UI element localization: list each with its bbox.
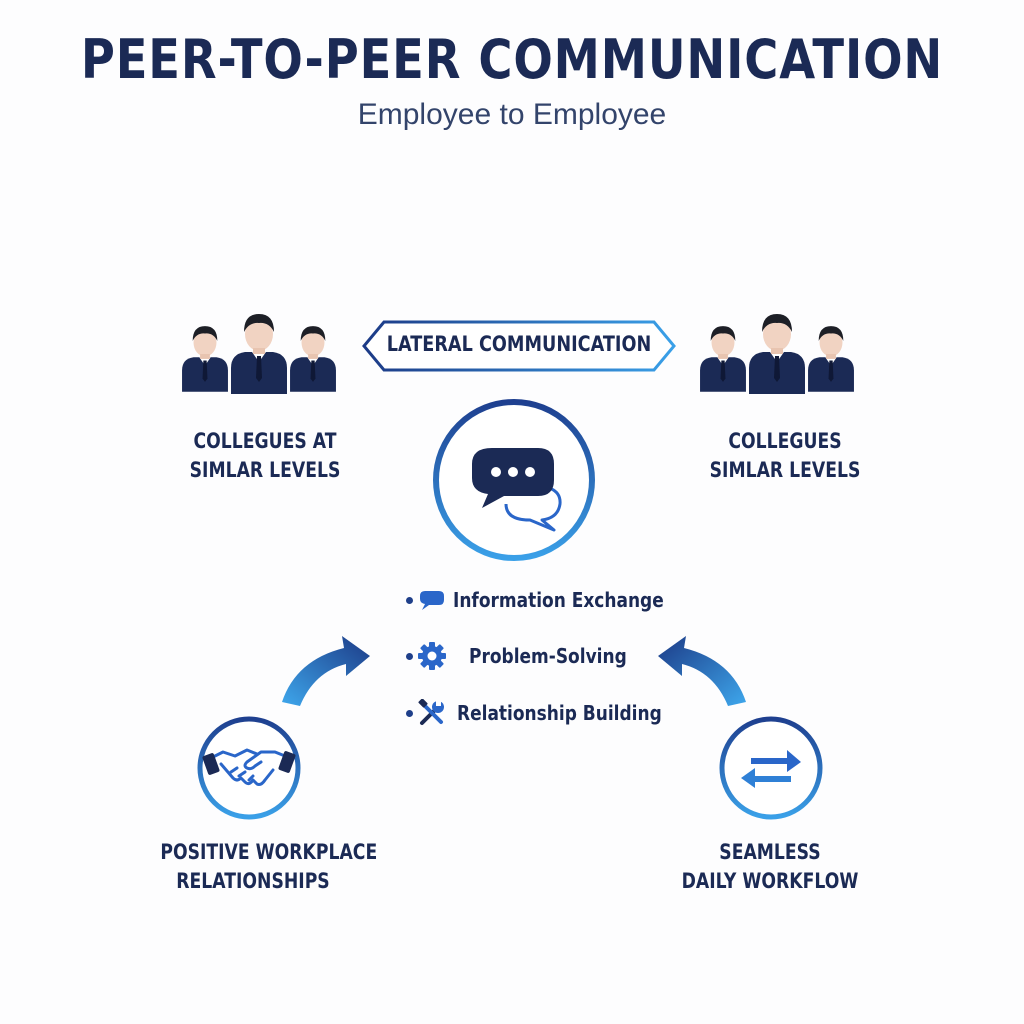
right-group-label-line1: COLLEGUES [728, 429, 842, 453]
bullet-relationship-building: Relationship Building [406, 698, 698, 728]
bullet-information-exchange: Information Exchange [406, 585, 701, 615]
curved-arrow-left-icon [282, 636, 370, 706]
seamless-workflow-label-line1: SEAMLESS [719, 840, 821, 864]
positive-relationships-label-line1: POSITIVE WORKPLACE [160, 840, 378, 864]
bullet-dot [406, 596, 413, 604]
right-group-label-line2: SIMLAR LEVELS [709, 458, 861, 482]
people-group-icon [700, 314, 854, 394]
speech-bubble-icon [420, 591, 444, 610]
bullet-dot [406, 652, 413, 660]
gear-icon [418, 642, 446, 670]
lateral-communication-banner [362, 320, 676, 372]
handshake-icon [197, 716, 301, 820]
right-group-label: COLLEGUES SIMLAR LEVELS [699, 427, 871, 485]
left-group-label-line1: COLLEGUES AT [193, 429, 337, 453]
bullet-label: Information Exchange [453, 588, 664, 612]
seamless-workflow-label-line2: DAILY WORKFLOW [681, 869, 859, 893]
left-group-label: COLLEGUES AT SIMLAR LEVELS [179, 427, 351, 485]
page-title: PEER-TO-PEER COMMUNICATION [80, 28, 944, 91]
tools-icon [418, 699, 444, 725]
bullet-dot [406, 709, 413, 717]
page-subtitle: Employee to Employee [357, 98, 667, 131]
swap-arrows-icon [719, 716, 823, 820]
chat-bubbles-icon [433, 399, 595, 561]
bullet-problem-solving: Problem-Solving [406, 641, 655, 671]
curved-arrow-right-icon [658, 636, 746, 706]
people-group-icon [182, 314, 336, 394]
bullet-label: Relationship Building [457, 701, 662, 725]
seamless-workflow-label: SEAMLESS DAILY WORKFLOW [680, 838, 860, 896]
bullet-label: Problem-Solving [469, 644, 627, 668]
positive-relationships-label-line2: RELATIONSHIPS [176, 869, 330, 893]
left-group-label-line2: SIMLAR LEVELS [189, 458, 341, 482]
positive-relationships-label: POSITIVE WORKPLACE RELATIONSHIPS [160, 838, 378, 896]
lateral-communication-label: LATERAL COMMUNICATION [386, 332, 652, 356]
